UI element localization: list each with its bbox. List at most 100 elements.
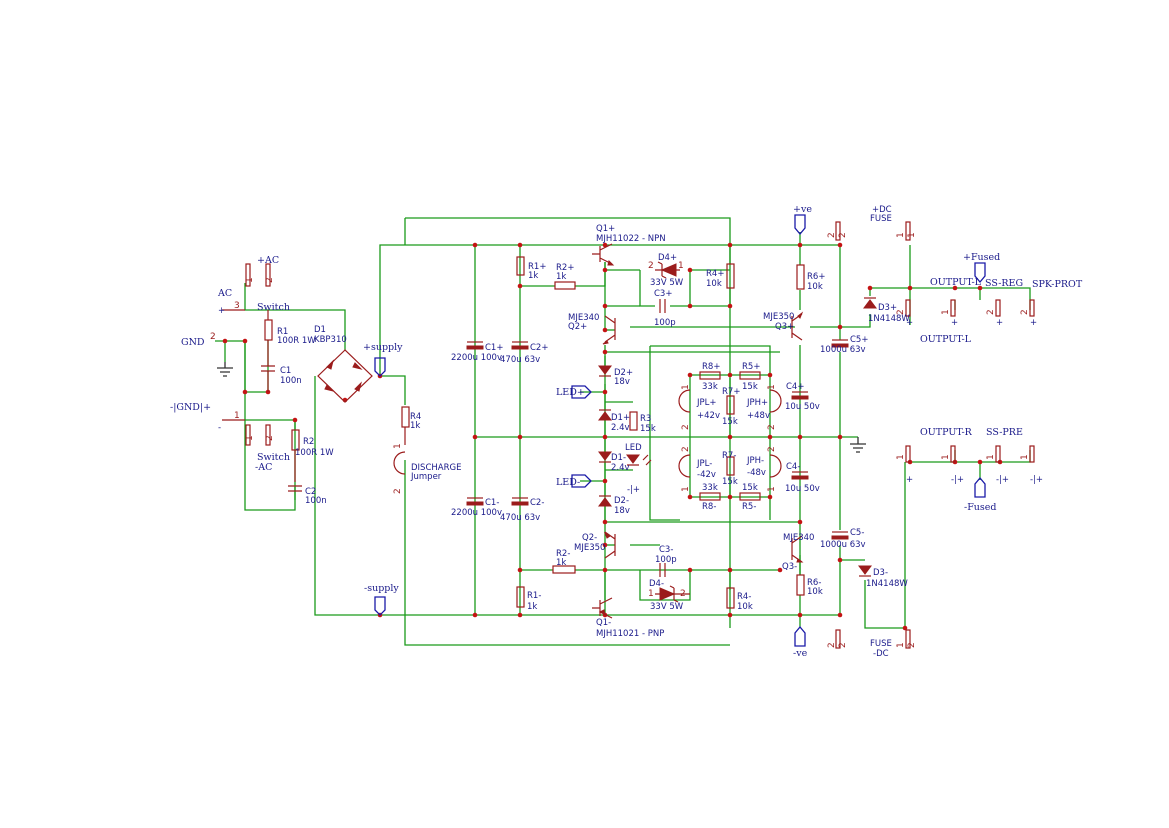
r6m-resistor [796, 574, 805, 596]
r8p-value: 33k [702, 382, 718, 392]
d1-bridge-rectifier [317, 349, 373, 403]
svg-text:+: + [906, 475, 913, 485]
ground-symbols [217, 362, 866, 453]
discharge-label: DISCHARGE [411, 463, 461, 473]
r7m-ref: R7- [722, 451, 736, 461]
q3m-ref: Q3- [782, 562, 797, 572]
d2m-zener [598, 495, 612, 507]
c5p-value: 1000u 63v [820, 345, 866, 355]
c3p-capacitor [659, 299, 666, 313]
d2m-ref: D2- [614, 496, 629, 506]
r4p-resistor [726, 263, 735, 289]
r2-value: 100R 1W [295, 448, 334, 458]
c5m-ref: C5- [850, 528, 864, 538]
net-output-l-top: OUTPUT-L [930, 277, 982, 288]
c4m-value: 10u 50v [785, 484, 820, 494]
svg-text:1: 1 [767, 384, 777, 390]
svg-text:-|+: -|+ [1030, 475, 1043, 485]
svg-text:2: 2 [210, 332, 216, 342]
junction-dot [292, 417, 298, 423]
d2p-ref: D2+ [614, 368, 633, 378]
c5p-capacitor [831, 339, 849, 348]
r2p-value: 1k [556, 272, 566, 282]
net-minus-fused: -Fused [964, 502, 997, 513]
c3m-capacitor [659, 563, 666, 577]
r1-value: 100R 1W [277, 336, 316, 346]
c3m-value: 100p [655, 555, 677, 565]
c2-capacitor [288, 485, 302, 492]
r7p-value: 15k [722, 417, 738, 427]
svg-text:2: 2 [265, 435, 275, 441]
net-gnd-pair: -|GND|+ [170, 402, 211, 413]
q3p-type: MJE350 [763, 312, 794, 322]
d1-ref: D1 [314, 325, 326, 335]
r4m-resistor [726, 587, 735, 609]
junction-dot [687, 303, 693, 309]
net-plus-ac: +AC [257, 255, 279, 266]
junction-dot [867, 285, 873, 291]
plus-fused-flag [974, 262, 986, 284]
r6p-value: 10k [807, 282, 823, 292]
junction-dot [952, 285, 958, 291]
junction-dot [777, 567, 783, 573]
q1p-ref: Q1+ [596, 224, 615, 234]
c5m-capacitor [831, 531, 849, 540]
q3m-transistor [791, 535, 804, 563]
r1p-ref: R1+ [528, 262, 546, 272]
r5m-ref: R5- [742, 502, 756, 512]
junction-dot [727, 567, 733, 573]
svg-text:2: 2 [767, 446, 777, 452]
r5p-value: 15k [742, 382, 758, 392]
r2-resistor [291, 429, 300, 482]
junction-dot [902, 625, 908, 631]
output-r-connectors: 1 + 1 -|+ 1 -|+ 1 -|+ [896, 445, 1043, 485]
components: 1 2 3 + 2 1 2 1 - [210, 214, 1043, 649]
led-ref: LED [625, 443, 642, 453]
r5m-resistor [739, 492, 761, 501]
led-minus-flag [571, 474, 592, 488]
svg-text:2: 2 [393, 488, 403, 494]
r2m-ref: R2- [556, 549, 570, 559]
net-minus-supply: -supply [364, 583, 399, 594]
junction-dot [602, 519, 608, 525]
q1p-transistor [592, 243, 615, 266]
d3p-value: 1N4148W [868, 314, 910, 324]
pin-1: 1 [245, 277, 255, 283]
r4m-ref: R4- [737, 592, 751, 602]
net-minus-ac: -AC [255, 462, 272, 473]
net-plus-supply: +supply [363, 342, 403, 353]
c4p-ref: C4+ [786, 382, 804, 392]
c2p-ref: C2+ [530, 343, 548, 353]
junction-dot [727, 612, 733, 618]
r8m-ref: R8- [702, 502, 716, 512]
labels: AC +AC Switch GND -|GND|+ Switch -AC R1 … [170, 204, 1083, 659]
c5p-ref: C5+ [850, 335, 868, 345]
junction-dot [472, 242, 478, 248]
c1p-ref: C1+ [485, 343, 503, 353]
d4p-ref: D4+ [658, 253, 677, 263]
svg-text:+: + [906, 318, 913, 328]
q2p-ref: Q2+ [568, 322, 587, 332]
svg-text:2: 2 [907, 642, 917, 648]
q1p-value: MJH11022 - NPN [596, 234, 666, 244]
discharge-jumper: 1 2 [393, 443, 406, 494]
d4m-zener: 1 2 [648, 585, 690, 603]
svg-text:1: 1 [678, 261, 684, 271]
net-switch-top: Switch [257, 302, 290, 313]
minus-ve-flag [794, 625, 806, 647]
net-plus-fused: +Fused [963, 252, 1000, 263]
svg-text:1: 1 [681, 486, 691, 492]
c4p-capacitor [791, 391, 809, 400]
junction-dot [472, 612, 478, 618]
junction-dot [517, 242, 523, 248]
r8m-value: 33k [702, 483, 718, 493]
svg-text:1: 1 [1020, 454, 1030, 460]
d3p-diode [863, 297, 877, 309]
junction-dot [837, 434, 843, 440]
c2p-value: 470u 63v [500, 355, 540, 365]
r4-value: 1k [410, 421, 420, 431]
junction-dot [727, 372, 733, 378]
d1m-zener [598, 451, 612, 463]
dc-minus-connector: 2 2 2 1 [827, 629, 917, 649]
junctions [222, 242, 1003, 631]
